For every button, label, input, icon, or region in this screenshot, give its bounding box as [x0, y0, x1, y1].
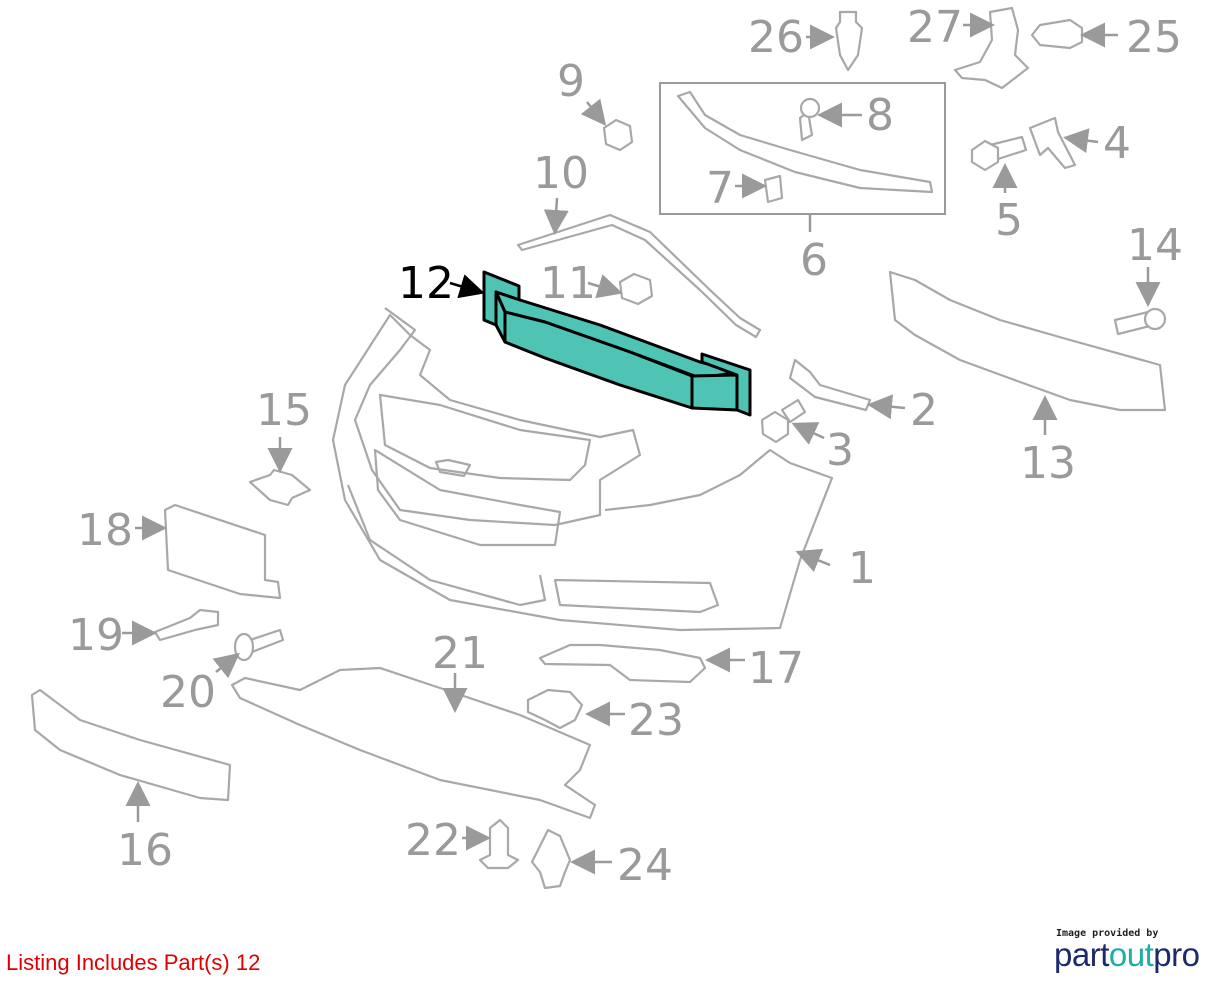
- callout-12: 12: [398, 258, 454, 309]
- part-16-lower-grille[interactable]: [30, 688, 232, 802]
- callout-14: 14: [1127, 220, 1183, 271]
- part-17-fog-lamp-bracket[interactable]: [538, 643, 707, 684]
- part-25-clip[interactable]: [1030, 18, 1084, 50]
- callout-7: 7: [706, 163, 734, 214]
- callout-15: 15: [256, 385, 312, 436]
- part-18-license-bracket[interactable]: [163, 503, 282, 600]
- part-5-bolt[interactable]: [970, 135, 1028, 172]
- part-19-pin[interactable]: [153, 608, 220, 642]
- callout-9: 9: [557, 56, 585, 107]
- part-11-nut[interactable]: [618, 272, 654, 306]
- part-24-retainer[interactable]: [530, 828, 572, 890]
- part-21-deflector[interactable]: [230, 666, 597, 820]
- logo-brand-pro: pro: [1153, 936, 1200, 973]
- part-9-nut[interactable]: [602, 118, 634, 152]
- callout-22: 22: [405, 815, 461, 866]
- callout-20: 20: [160, 667, 216, 718]
- leader-lines: [122, 12, 1161, 875]
- callout-25: 25: [1126, 12, 1182, 63]
- callout-6: 6: [800, 235, 828, 286]
- callout-2: 2: [910, 385, 938, 436]
- part-23-nut-clip[interactable]: [526, 688, 584, 730]
- callout-19: 19: [68, 610, 124, 661]
- part-12-energy-absorber[interactable]: [482, 270, 752, 417]
- part-6-assembly-box: [659, 82, 946, 215]
- callout-labels: 1 2 3 4 5 6 7 8 9 10 11 12 13 14 15 16 1…: [68, 2, 1183, 891]
- part-13-reinforcement[interactable]: [888, 270, 1167, 412]
- callout-23: 23: [628, 695, 684, 746]
- callout-27: 27: [907, 2, 963, 53]
- part-20-screw[interactable]: [233, 628, 285, 662]
- callout-11: 11: [540, 258, 596, 309]
- partoutpro-logo: Image provided by partoutpro: [1054, 928, 1214, 971]
- callout-13: 13: [1020, 438, 1076, 489]
- listing-parts-note: Listing Includes Part(s) 12: [6, 950, 261, 975]
- part-1-bumper-cover[interactable]: [331, 307, 834, 632]
- part-22-push-pin[interactable]: [478, 818, 520, 870]
- part-26-push-pin[interactable]: [834, 10, 864, 72]
- callout-4: 4: [1103, 118, 1131, 169]
- part-6-upper-bracket[interactable]: [676, 90, 934, 194]
- part-14-bolt[interactable]: [1113, 307, 1167, 336]
- part-8-screw[interactable]: [798, 97, 821, 142]
- part-27-bracket[interactable]: [953, 6, 1030, 90]
- callout-18: 18: [77, 505, 133, 556]
- logo-brand: partoutpro: [1054, 936, 1214, 973]
- callout-10: 10: [533, 148, 589, 199]
- callout-5: 5: [995, 195, 1023, 246]
- part-15-emblem[interactable]: [248, 468, 312, 507]
- callout-1: 1: [848, 543, 876, 594]
- callout-24: 24: [617, 840, 673, 891]
- part-4-clip[interactable]: [1028, 116, 1077, 170]
- callout-3: 3: [826, 425, 854, 476]
- logo-caption: Image provided by: [1056, 928, 1159, 939]
- part-7-clip[interactable]: [763, 174, 784, 204]
- logo-brand-out: out: [1108, 936, 1154, 973]
- callout-8: 8: [866, 90, 894, 141]
- callout-16: 16: [117, 825, 173, 876]
- callout-17: 17: [748, 643, 804, 694]
- part-10-rod[interactable]: [516, 213, 762, 339]
- part-3-bolt[interactable]: [760, 398, 807, 444]
- callout-21: 21: [432, 628, 488, 679]
- callout-26: 26: [748, 12, 804, 63]
- logo-brand-part: part: [1054, 936, 1109, 973]
- part-2-bracket[interactable]: [788, 358, 872, 412]
